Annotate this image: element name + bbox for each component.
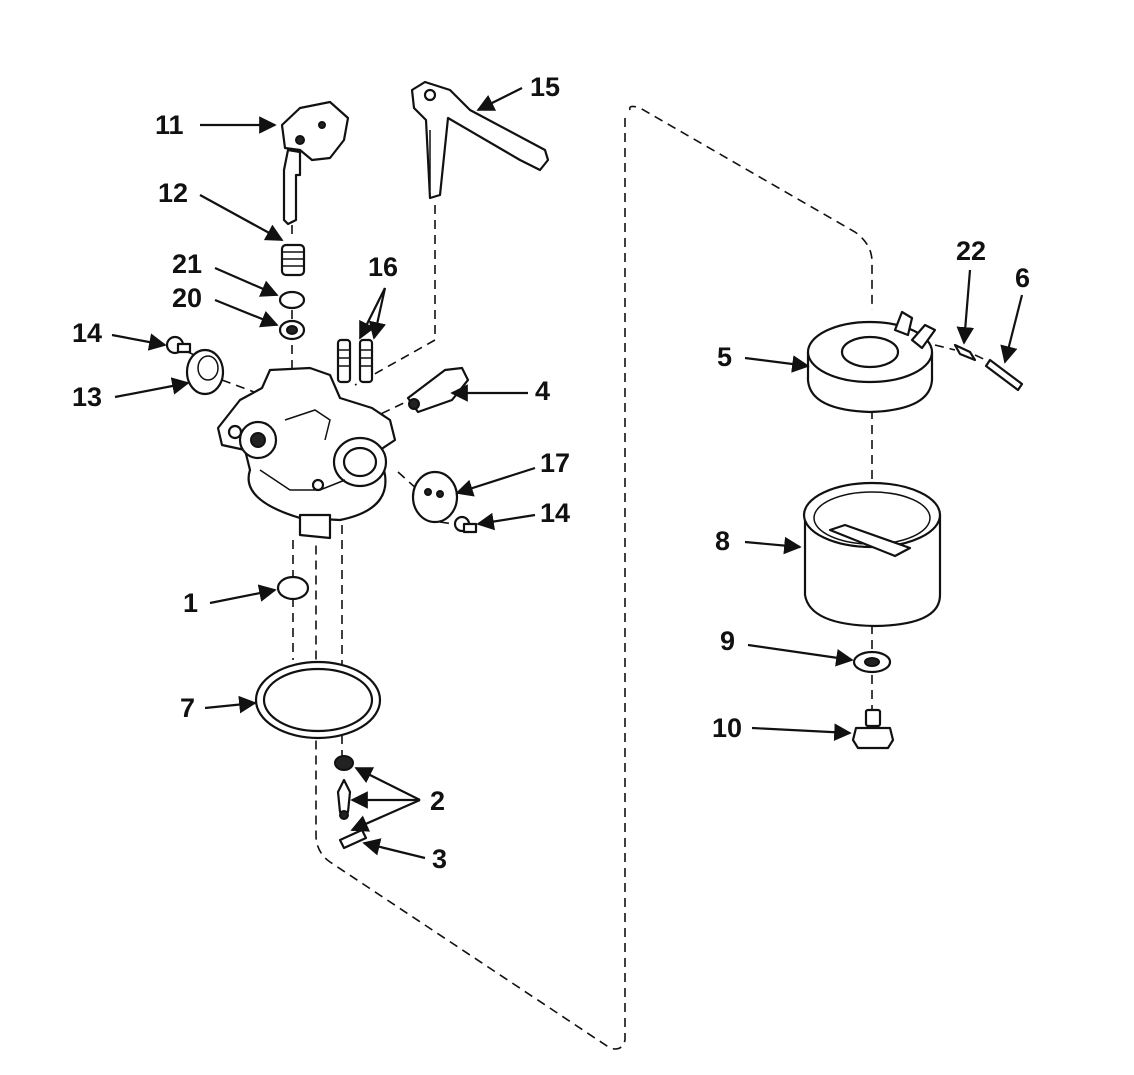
callout-22: 22 bbox=[956, 236, 986, 266]
callout-7: 7 bbox=[180, 693, 195, 723]
callout-14-upper: 14 bbox=[72, 318, 102, 348]
part-21-washer bbox=[278, 290, 306, 310]
leader-lines bbox=[111, 87, 1024, 860]
callout-12: 12 bbox=[158, 178, 188, 208]
callout-9: 9 bbox=[720, 626, 735, 656]
callout-10: 10 bbox=[712, 713, 742, 743]
part-15-throttle-shaft bbox=[410, 80, 550, 200]
callout-labels: 11 15 12 21 20 16 14 13 4 17 14 1 7 2 3 … bbox=[72, 72, 1030, 874]
callout-6: 6 bbox=[1015, 263, 1030, 293]
part-14-screw-lower bbox=[453, 515, 478, 534]
callout-4: 4 bbox=[535, 376, 550, 406]
callout-2: 2 bbox=[430, 786, 445, 816]
callout-3: 3 bbox=[432, 844, 447, 874]
part-4-inlet-fitting bbox=[406, 366, 470, 414]
part-3-clip bbox=[338, 828, 368, 850]
part-10-bowl-nut bbox=[851, 708, 895, 750]
part-22-clip bbox=[953, 343, 977, 362]
callout-20: 20 bbox=[172, 283, 202, 313]
callout-13: 13 bbox=[72, 382, 102, 412]
callout-16: 16 bbox=[368, 252, 398, 282]
part-12-spring bbox=[280, 243, 306, 277]
assembly-boundary-lower bbox=[315, 118, 626, 1050]
callout-17: 17 bbox=[540, 448, 570, 478]
part-2-needle-set bbox=[334, 755, 354, 820]
carburetor-body bbox=[216, 366, 397, 540]
part-8-float-bowl bbox=[802, 481, 942, 628]
callout-1: 1 bbox=[183, 588, 198, 618]
assembly-boundary bbox=[628, 105, 873, 310]
part-1-plug bbox=[276, 575, 310, 601]
callout-14-lower: 14 bbox=[540, 498, 570, 528]
callout-8: 8 bbox=[715, 526, 730, 556]
part-16-adjusting-screws bbox=[336, 338, 374, 384]
callout-21: 21 bbox=[172, 249, 202, 279]
callout-15: 15 bbox=[530, 72, 560, 102]
part-5-float bbox=[806, 310, 937, 414]
part-20-seal bbox=[278, 319, 306, 341]
part-7-gasket bbox=[254, 660, 382, 740]
part-9-washer bbox=[852, 650, 892, 674]
callout-11: 11 bbox=[155, 110, 184, 140]
part-14-screw-upper bbox=[165, 335, 192, 355]
part-13-cover bbox=[185, 348, 225, 396]
part-6-hinge-pin bbox=[984, 358, 1024, 392]
part-17-cover bbox=[411, 470, 459, 524]
callout-5: 5 bbox=[717, 342, 732, 372]
part-11-lever bbox=[280, 100, 350, 226]
